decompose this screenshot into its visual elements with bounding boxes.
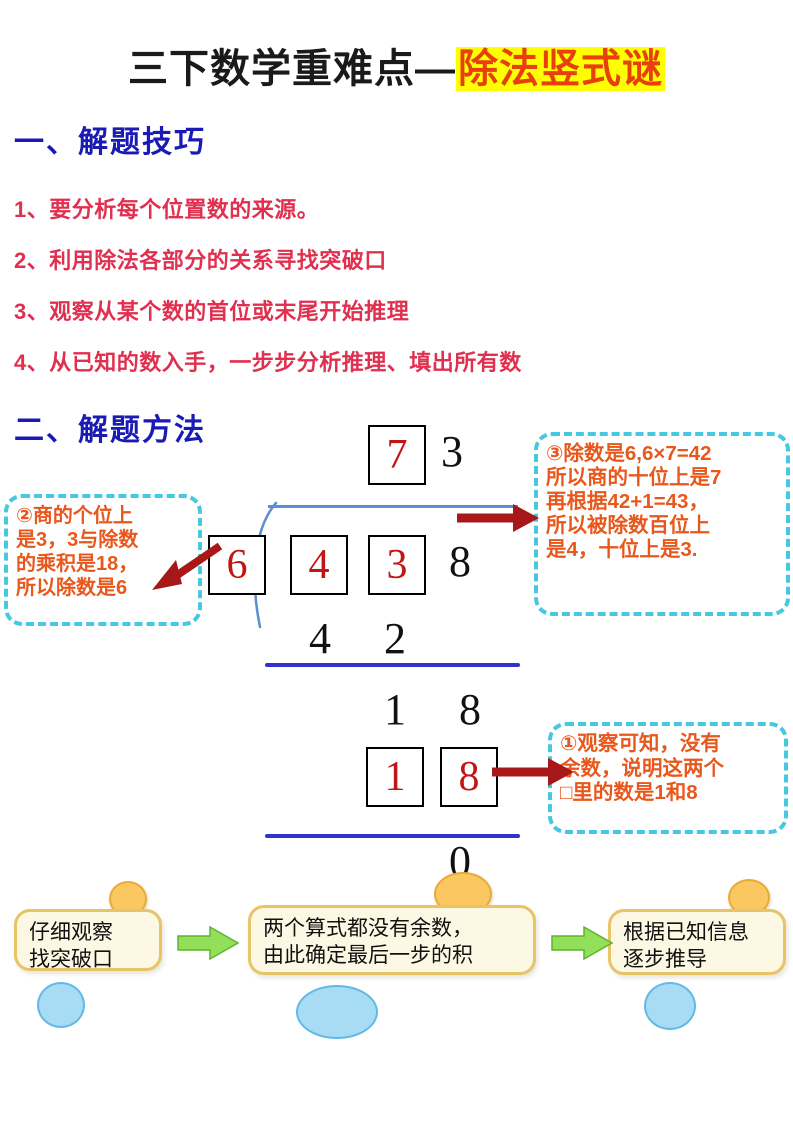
callout-step-2: ②商的个位上 是3，3与除数 的乘积是18， 所以除数是6 [4, 494, 202, 626]
quotient-ones: 3 [441, 427, 463, 476]
bring-down-tens: 1 [384, 685, 406, 734]
callout-step-3: ③除数是6,6×7=42 所以商的十位上是7 再根据42+1=43， 所以被除数… [534, 432, 790, 616]
step1-product-ones: 2 [384, 614, 406, 663]
tip-item: 2、利用除法各部分的关系寻找突破口 [14, 248, 387, 273]
bring-down-ones: 8 [459, 685, 481, 734]
step2-product-ones-boxed: 8 [440, 747, 498, 807]
flow-step-box: 根据已知信息 逐步推导 [608, 909, 786, 975]
arrow-to-callout-2-icon [152, 542, 223, 590]
quotient-tens-boxed: 7 [368, 425, 426, 485]
flow-step-box: 两个算式都没有余数， 由此确定最后一步的积 [248, 905, 536, 975]
page-title-highlight: 除法竖式谜 [456, 47, 665, 91]
flow-arrow-icon [177, 925, 240, 961]
arrow-to-callout-1-icon [492, 758, 574, 786]
flow-arrow-icon [551, 925, 614, 961]
tip-item: 1、要分析每个位置数的来源。 [14, 197, 320, 222]
dividend-hundreds-boxed: 4 [290, 535, 348, 595]
step1-product-tens: 4 [309, 614, 331, 663]
decor-blue-ellipse [37, 982, 85, 1028]
flow-step-box: 仔细观察 找突破口 [14, 909, 162, 971]
arrow-to-callout-3-icon [457, 504, 539, 532]
tip-item: 4、从已知的数入手，一步步分析推理、填出所有数 [14, 350, 522, 375]
division-rule-1 [265, 663, 520, 667]
decor-blue-ellipse [644, 982, 696, 1030]
division-vinculum [268, 505, 518, 508]
page-title-plain: 三下数学重难点— [128, 47, 456, 91]
section-heading-methods: 二、解题方法 [14, 414, 206, 447]
section-heading-techniques: 一、解题技巧 [14, 126, 206, 159]
tip-item: 3、观察从某个数的首位或末尾开始推理 [14, 299, 410, 324]
decor-blue-ellipse [296, 985, 378, 1039]
division-rule-2 [265, 834, 520, 838]
step2-product-tens-boxed: 1 [366, 747, 424, 807]
page-title: 三下数学重难点—除法竖式谜 [0, 36, 793, 94]
callout-step-1: ①观察可知，没有 余数，说明这两个 □里的数是1和8 [548, 722, 788, 834]
dividend-tens-boxed: 3 [368, 535, 426, 595]
dividend-ones: 8 [449, 537, 471, 586]
